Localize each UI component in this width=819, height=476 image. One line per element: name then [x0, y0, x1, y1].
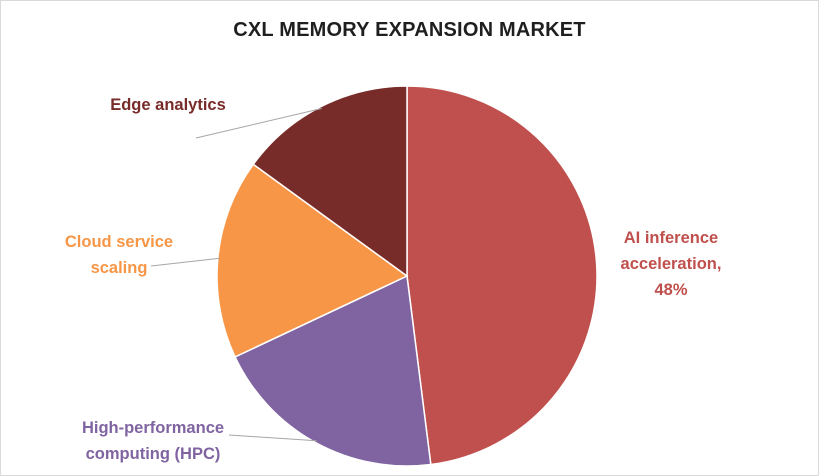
slice-label-edge-analytics: Edge analytics: [110, 96, 226, 114]
leader-line-hpc: [228, 434, 317, 442]
leader-line-cloud-scaling: [150, 257, 220, 267]
pie-slice-ai-inference: [406, 85, 598, 466]
chart-title: CXL MEMORY EXPANSION MARKET: [233, 19, 586, 41]
slice-label-cloud-scaling: Cloud service scaling: [64, 233, 174, 277]
leader-line-edge-analytics: [195, 108, 322, 139]
slice-label-ai-inference: AI inference acceleration, 48%: [620, 229, 722, 299]
pie-slice-edge-analytics: [252, 85, 408, 278]
pie-slice-hpc: [234, 274, 432, 467]
slice-label-hpc: High-performance computing (HPC): [81, 419, 225, 463]
